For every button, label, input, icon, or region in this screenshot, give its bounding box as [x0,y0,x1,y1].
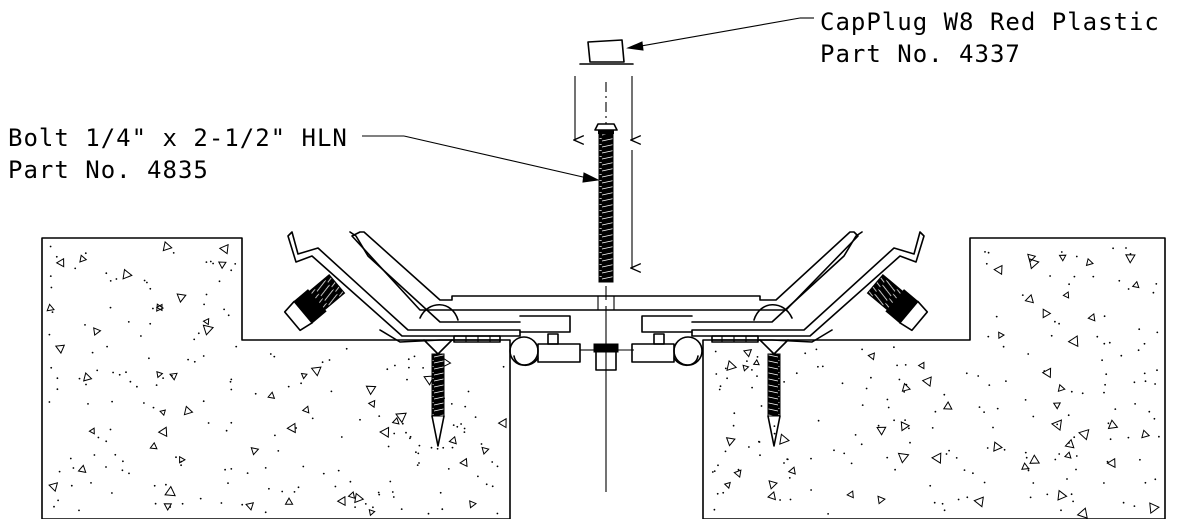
right-anchor-screw [759,339,789,447]
right-slab-aggregate [711,247,1160,519]
left-seal-bulb [509,336,581,367]
left-frame-rail [287,231,571,345]
capplug-leader [626,17,814,51]
bolt [594,82,618,283]
cap-plug [579,39,634,65]
left-anchor-screw [423,339,453,447]
left-slab-aggregate [46,240,507,517]
center-cover-plate [351,231,859,311]
capplug-callout-name: CapPlug W8 Red Plastic [820,8,1160,36]
bolt-leader [362,135,600,183]
center-coupling-nut [580,343,634,371]
right-set-screw [866,273,929,332]
bolt-callout-part-number: Part No. 4835 [8,156,209,184]
capplug-callout-part-number: Part No. 4337 [820,40,1021,68]
right-seal-bulb [631,336,703,367]
right-frame-rail [641,231,925,345]
bolt-callout: Bolt 1/4" x 2-1/2" HLN Part No. 4835 [8,124,348,184]
bolt-callout-name: Bolt 1/4" x 2-1/2" HLN [8,124,348,152]
insertion-arrows [575,76,632,268]
capplug-callout: CapPlug W8 Red Plastic Part No. 4337 [820,8,1160,68]
right-concrete-slab [702,237,1166,519]
left-set-screw [283,273,346,332]
left-concrete-slab [41,237,511,519]
